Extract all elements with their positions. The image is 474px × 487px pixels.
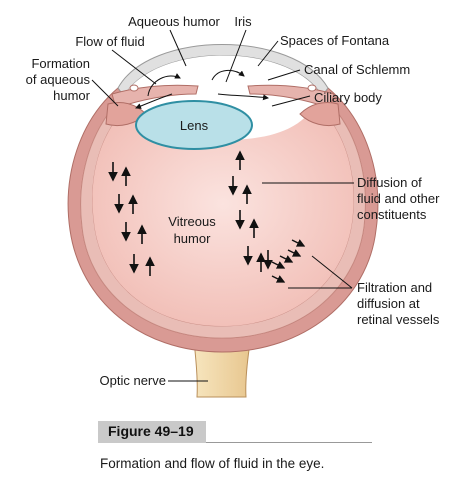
label-filtration-line3: retinal vessels: [357, 312, 440, 327]
leader-filtration-1: [311, 255, 353, 289]
label-diffusion-line1: Diffusion of: [357, 175, 422, 190]
figure-number-box: [98, 421, 206, 443]
label-diffusion-line2: fluid and other: [357, 191, 440, 206]
lens: [135, 100, 253, 150]
vitreous-chamber: [92, 104, 354, 326]
label-filtration-line2: diffusion at: [357, 296, 420, 311]
figure-rule: [206, 442, 372, 443]
label-formation-line1: Formation: [31, 56, 90, 71]
leader-ciliary-body: [271, 95, 311, 107]
label-aqueous-humor: Aqueous humor: [128, 14, 220, 29]
label-canal-of-schlemm: Canal of Schlemm: [304, 62, 410, 77]
label-lens: Lens: [180, 118, 209, 133]
figure-caption: Formation and flow of fluid in the eye.: [100, 456, 325, 471]
label-formation-line2: of aqueous: [26, 72, 91, 87]
flow-arrow-left-lower: [135, 93, 173, 109]
filtration-arrows: [271, 239, 306, 283]
leader-flow-of-fluid: [111, 49, 157, 85]
label-formation-line3: humor: [53, 88, 91, 103]
label-diffusion-line3: constituents: [357, 207, 427, 222]
ciliary-body-right: [299, 101, 341, 127]
flow-arrow-right-lower: [217, 93, 269, 101]
label-flow-of-fluid: Flow of fluid: [75, 34, 144, 49]
leader-spaces-of-fontana: [257, 40, 279, 67]
leader-formation: [91, 79, 119, 107]
vitreous-arrows-right: [228, 150, 273, 272]
canal-of-schlemm-left: [129, 84, 139, 92]
label-filtration-line1: Filtration and: [357, 280, 432, 295]
canal-of-schlemm-right: [307, 84, 317, 92]
label-iris: Iris: [234, 14, 252, 29]
figure-number: Figure 49–19: [108, 423, 194, 439]
leader-aqueous-humor: [169, 29, 187, 67]
label-optic-nerve: Optic nerve: [100, 373, 166, 388]
vitreous-arrows-left: [108, 162, 155, 276]
flow-arrow-left: [147, 73, 181, 97]
leader-canal-of-schlemm: [267, 69, 301, 81]
flow-arrow-right: [211, 70, 245, 81]
label-ciliary-body: Ciliary body: [314, 90, 382, 105]
leader-iris: [225, 29, 247, 83]
label-spaces-of-fontana: Spaces of Fontana: [280, 33, 390, 48]
label-vitreous-line1: Vitreous: [168, 214, 216, 229]
label-vitreous-line2: humor: [174, 231, 212, 246]
